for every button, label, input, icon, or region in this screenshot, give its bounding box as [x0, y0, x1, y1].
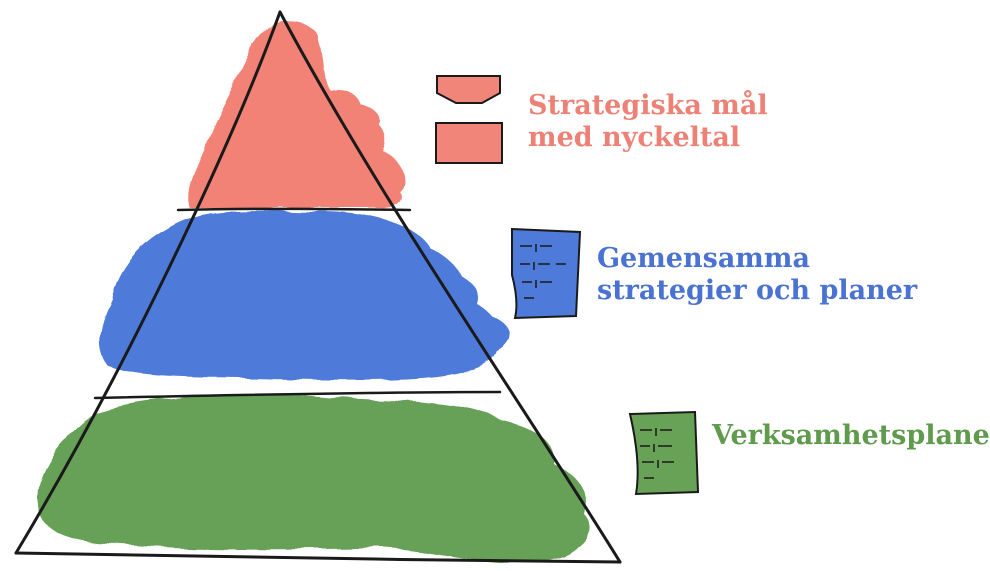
tier-label-middle: Gemensamma strategier och planer	[597, 243, 917, 307]
pyramid-outline	[14, 10, 622, 564]
signboard-icon	[435, 75, 503, 164]
tier-top-fill	[189, 20, 404, 209]
tier-label-line: Verksamhetsplaner	[712, 420, 990, 451]
tier-label-line: med nyckeltal	[528, 122, 741, 153]
tier-label-top: Strategiska mål med nyckeltal	[528, 90, 768, 154]
document-icon	[511, 227, 582, 320]
tier-bottom-fill	[37, 394, 590, 563]
pyramid-right-edge	[278, 10, 622, 564]
document-icon	[628, 410, 700, 496]
tier-label-line: Strategiska mål	[528, 90, 768, 121]
pyramid-left-edge	[14, 10, 282, 555]
tier-label-line: Gemensamma	[597, 243, 810, 274]
tier-label-line: strategier och planer	[597, 275, 918, 306]
pyramid-base	[14, 551, 622, 564]
tier-divider-top	[176, 207, 412, 212]
tier-middle-fill	[100, 210, 510, 380]
tier-label-bottom: Verksamhetsplaner	[712, 420, 990, 452]
tier-divider-bottom	[93, 390, 502, 400]
